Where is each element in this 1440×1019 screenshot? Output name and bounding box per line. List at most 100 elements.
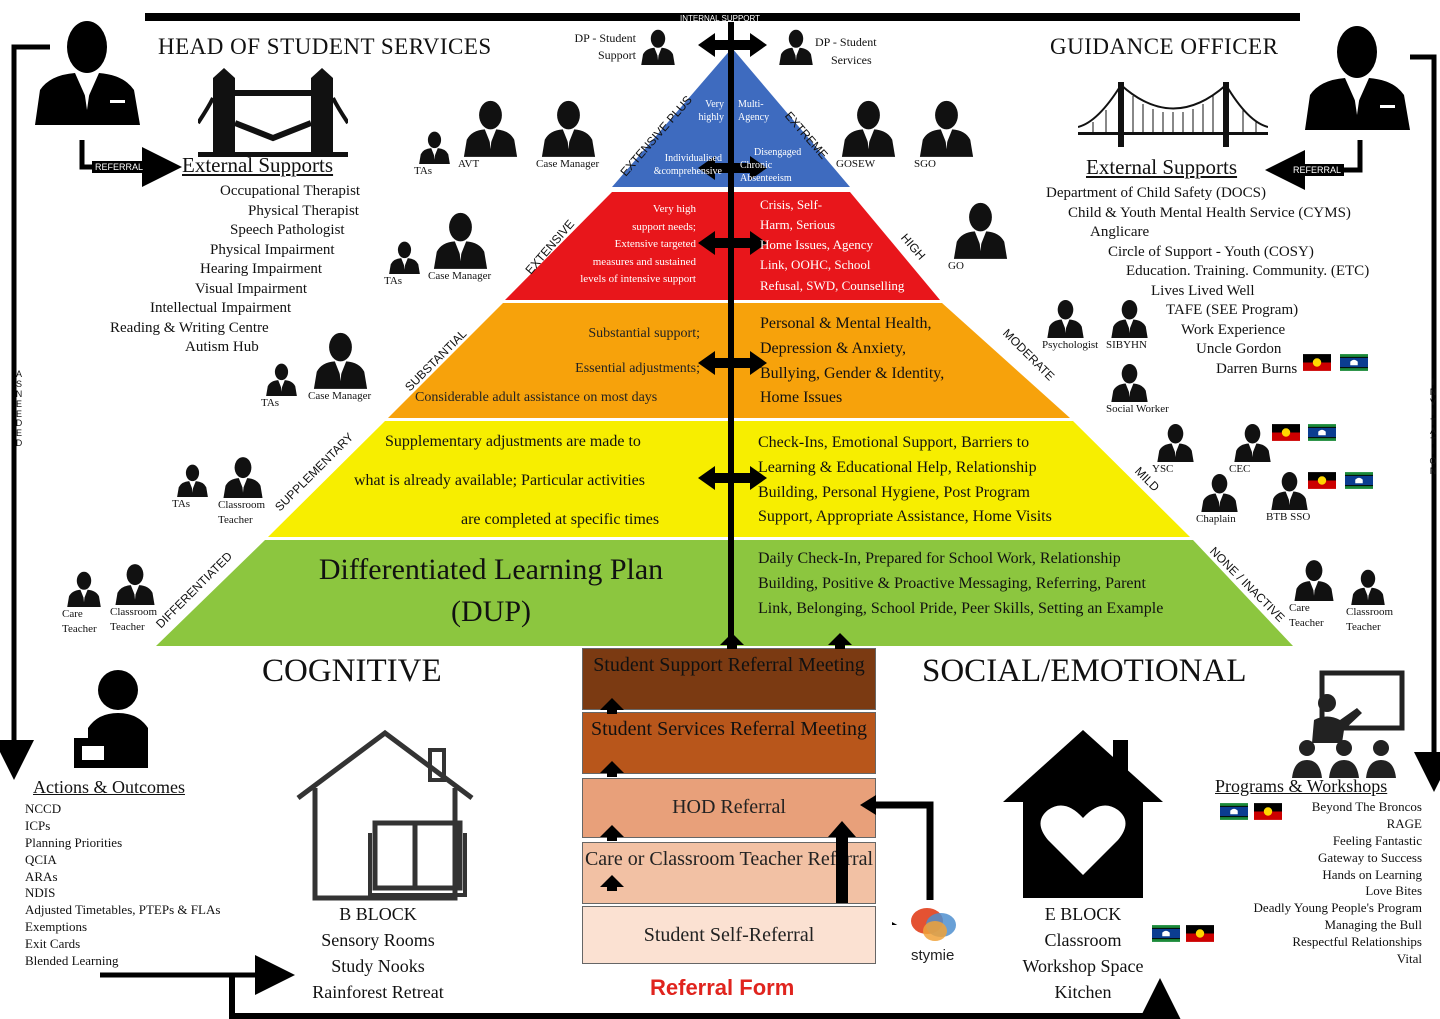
- support-item: Anglicare: [1090, 224, 1150, 240]
- house-heart-icon: [1003, 730, 1163, 898]
- band5-right-text: Daily Check-In, Prepared for School Work…: [758, 547, 1163, 621]
- staff-silhouette-icon: [433, 212, 488, 269]
- head-of-student-services-title: HEAD OF STUDENT SERVICES: [158, 34, 492, 59]
- staff-silhouette-icon: [1047, 299, 1084, 339]
- band4-right-text: Check-Ins, Emotional Support, Barriers t…: [758, 431, 1052, 530]
- staff-label: GOSEW: [836, 157, 876, 170]
- band-line: E BLOCK: [1044, 904, 1122, 924]
- right-external-supports-title: External Supports: [1086, 155, 1238, 179]
- band-line: Learning & Educational Help, Relationshi…: [758, 458, 1037, 476]
- support-item: Circle of Support - Youth (COSY): [1108, 243, 1314, 260]
- staff-silhouette-icon: [1351, 569, 1385, 606]
- staff-label: Teacher: [110, 621, 145, 634]
- staff-label: Teacher: [1289, 617, 1324, 630]
- support-item: Uncle Gordon: [1196, 341, 1282, 357]
- right-external-supports: External Supports Department of Child Sa…: [1046, 155, 1426, 379]
- band-line: Home Issues, Agency: [760, 237, 874, 253]
- program-item: Deadly Young People's Program: [1253, 900, 1422, 916]
- support-item: TAFE (SEE Program): [1166, 302, 1299, 318]
- stymie-label: stymie: [911, 947, 955, 964]
- referral-form-link[interactable]: Referral Form: [650, 975, 795, 1000]
- band-line: Personal & Mental Health,: [760, 315, 932, 332]
- support-item: Intellectual Impairment: [150, 300, 292, 316]
- torres-strait-flag-icon: [1345, 472, 1373, 489]
- programs-title: Programs & Workshops: [1215, 776, 1388, 796]
- suspension-bridge-icon: [1078, 82, 1268, 147]
- staff-silhouette-icon: [67, 571, 101, 608]
- band-line: Study Nooks: [331, 956, 425, 977]
- head-silhouette-icon: [35, 21, 140, 125]
- staff-silhouette-icon: [419, 131, 450, 165]
- action-item: QCIA: [25, 851, 57, 867]
- staff-silhouette-icon: [177, 464, 208, 498]
- band4-left-line3: are completed at specific times: [461, 511, 660, 528]
- staff-label: AVT: [458, 157, 480, 170]
- action-item: Adjusted Timetables, PTEPs & FLAs: [25, 902, 221, 918]
- staff-silhouette-icon: [953, 202, 1008, 259]
- staff-silhouette-icon: [463, 100, 518, 157]
- staff-silhouette-icon: [641, 29, 675, 66]
- band-line: Depression & Anxiety,: [760, 339, 907, 357]
- staff-label: Classroom: [110, 606, 158, 619]
- band-line: Building, Personal Hygiene, Post Program: [758, 483, 1030, 501]
- support-item: Lives Lived Well: [1151, 282, 1255, 299]
- band-line: levels of intensive support: [580, 273, 696, 286]
- staff-label: TAs: [261, 397, 280, 410]
- presentation-icon: [1292, 670, 1405, 778]
- staff-silhouette-icon: [1294, 560, 1334, 602]
- staff-label: Teacher: [62, 623, 97, 636]
- program-item: Beyond The Broncos: [1311, 799, 1422, 814]
- band-line: Home Issues: [760, 389, 843, 407]
- program-item: RAGE: [1386, 815, 1422, 831]
- band-line: Bullying, Gender & Identity,: [760, 364, 945, 382]
- staff-silhouette-icon: [779, 29, 813, 66]
- action-item: Planning Priorities: [25, 834, 123, 850]
- staff-silhouette-icon: [1234, 423, 1271, 463]
- band4-left-line1: Supplementary adjustments are made to: [385, 433, 641, 450]
- staff-silhouette-icon: [1271, 471, 1308, 511]
- staff-silhouette-icon: [541, 100, 596, 157]
- torres-strait-flag-icon: [1308, 424, 1336, 441]
- band-line: Very high: [652, 203, 696, 215]
- band-line: Extensive targeted: [614, 238, 696, 251]
- referral-step[interactable]: Student Support Referral Meeting: [582, 648, 876, 710]
- staff-silhouette-icon: [919, 100, 974, 157]
- referral-step[interactable]: Student Services Referral Meeting: [582, 712, 876, 774]
- referral-step[interactable]: Care or Classroom Teacher Referral: [582, 842, 876, 904]
- action-item: Exit Cards: [25, 936, 81, 952]
- band-line: Workshop Space: [1022, 956, 1144, 977]
- aboriginal-flag-icon: [1272, 424, 1300, 441]
- staff-silhouette-icon: [1111, 363, 1148, 403]
- staff-label: Psychologist: [1042, 339, 1099, 352]
- band-line: Link, Belonging, School Pride, Peer Skil…: [758, 599, 1164, 617]
- referral-step[interactable]: Student Self-Referral: [582, 906, 876, 964]
- staff-silhouette-icon: [223, 457, 263, 499]
- program-item: Gateway to Success: [1318, 849, 1422, 865]
- band3-left-text: Substantial support; Essential adjustmen…: [575, 326, 700, 376]
- staff-label: Teacher: [218, 514, 253, 527]
- staff-label: CEC: [1229, 463, 1251, 476]
- band1-right-text: Multi-Agency: [738, 99, 770, 123]
- house-book-icon: [296, 729, 474, 901]
- action-item: ARAs: [25, 868, 58, 884]
- support-item: Education. Training. Community. (ETC): [1126, 263, 1370, 279]
- staff-silhouette-icon: [266, 363, 297, 397]
- band-line: Building, Positive & Proactive Messaging…: [758, 574, 1146, 592]
- referral-step[interactable]: HOD Referral: [582, 778, 876, 838]
- support-item: Autism Hub: [185, 339, 259, 355]
- band-line: Link, OOHC, School: [760, 257, 871, 273]
- tower-bridge-icon: [198, 68, 348, 157]
- band-line: Classroom: [1044, 930, 1122, 951]
- support-item: Visual Impairment: [195, 280, 307, 297]
- staff-label: GO: [948, 259, 964, 272]
- staff-label: Case Manager: [428, 269, 492, 282]
- social-emotional-heading: SOCIAL/EMOTIONAL: [922, 653, 1247, 689]
- staff-label: YSC: [1152, 463, 1174, 476]
